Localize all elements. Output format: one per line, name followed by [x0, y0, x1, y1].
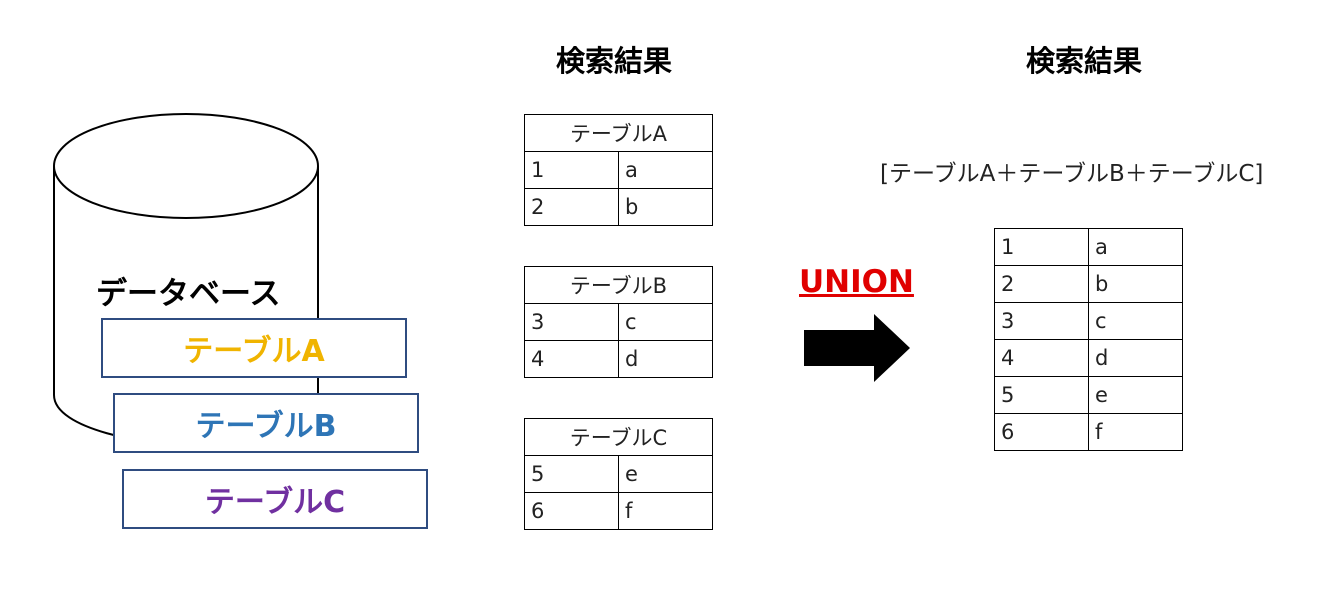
result-table-b: テーブルB 3 c 4 d [524, 266, 713, 378]
table-cell: 2 [994, 265, 1089, 303]
table-cell: c [618, 303, 713, 341]
table-cell: e [618, 455, 713, 493]
table-cell: e [1088, 376, 1183, 414]
db-table-b-box: テーブルB [113, 393, 419, 453]
union-result-table: 1 a 2 b 3 c 4 d 5 e 6 f [994, 228, 1183, 451]
search-results-heading: 検索結果 [556, 44, 673, 78]
table-cell: a [1088, 228, 1183, 266]
table-cell: 1 [994, 228, 1089, 266]
db-table-a-label: テーブルA [183, 334, 325, 369]
database-cylinder [53, 113, 319, 447]
table-row: 6 f [524, 492, 713, 530]
db-table-c-label: テーブルC [204, 485, 346, 520]
table-cell: f [1088, 413, 1183, 451]
table-cell: 4 [994, 339, 1089, 377]
table-cell: 5 [524, 455, 619, 493]
table-cell: c [1088, 302, 1183, 340]
result-table-c: テーブルC 5 e 6 f [524, 418, 713, 530]
union-label: UNION [799, 264, 914, 300]
result-table-b-title: テーブルB [524, 266, 713, 304]
table-cell: 1 [524, 151, 619, 189]
table-cell: a [618, 151, 713, 189]
table-cell: 3 [994, 302, 1089, 340]
union-result-heading: 検索結果 [1026, 44, 1143, 78]
table-row: 4 d [524, 340, 713, 378]
table-cell: b [618, 188, 713, 226]
db-table-b-label: テーブルB [195, 409, 337, 444]
result-table-a-title: テーブルA [524, 114, 713, 152]
table-cell: 3 [524, 303, 619, 341]
table-row: 5 e [994, 376, 1183, 414]
table-row: 3 c [524, 303, 713, 341]
union-formula: [テーブルA＋テーブルB＋テーブルC] [880, 161, 1264, 187]
table-row: 2 b [524, 188, 713, 226]
table-cell: 2 [524, 188, 619, 226]
result-table-a: テーブルA 1 a 2 b [524, 114, 713, 226]
table-row: 4 d [994, 339, 1183, 377]
table-row: 2 b [994, 265, 1183, 303]
table-row: 1 a [524, 151, 713, 189]
table-cell: 6 [994, 413, 1089, 451]
table-cell: f [618, 492, 713, 530]
database-label: データベース [96, 276, 281, 312]
result-table-c-title: テーブルC [524, 418, 713, 456]
right-arrow-icon [804, 314, 910, 382]
table-cell: 4 [524, 340, 619, 378]
table-cell: d [1088, 339, 1183, 377]
table-row: 1 a [994, 228, 1183, 266]
table-cell: b [1088, 265, 1183, 303]
table-cell: d [618, 340, 713, 378]
table-cell: 6 [524, 492, 619, 530]
db-table-a-box: テーブルA [101, 318, 407, 378]
table-row: 5 e [524, 455, 713, 493]
table-cell: 5 [994, 376, 1089, 414]
table-row: 6 f [994, 413, 1183, 451]
db-table-c-box: テーブルC [122, 469, 428, 529]
table-row: 3 c [994, 302, 1183, 340]
